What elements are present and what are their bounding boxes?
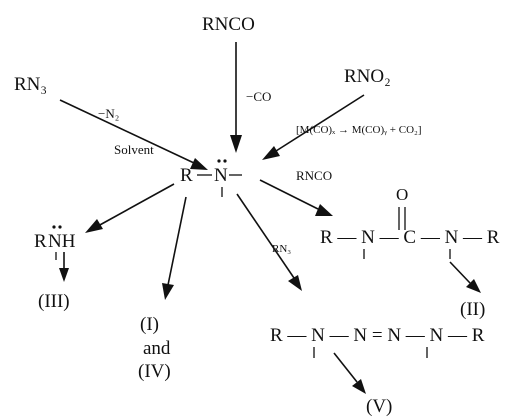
arrow-triazene-shaft xyxy=(236,193,295,279)
product-ii: (II) xyxy=(460,299,485,320)
arrow-triazene-head xyxy=(288,275,302,291)
product-i: (I) xyxy=(140,314,159,335)
arrow-urea-product-head xyxy=(466,279,481,293)
center-lone-pair-dot-2 xyxy=(223,159,227,163)
arrow-rn3-head xyxy=(190,158,208,170)
reactant-rnco: RNCO xyxy=(202,14,255,35)
arrow-rno2-shaft xyxy=(275,94,365,152)
arrow-rn3-shaft xyxy=(59,99,195,164)
arrow-i-iv-shaft xyxy=(167,196,187,286)
product-and: and xyxy=(143,338,171,359)
amine-r: R xyxy=(34,231,47,252)
product-iii: (III) xyxy=(38,291,70,312)
product-iv: (IV) xyxy=(138,361,171,382)
arrow-urea-shaft xyxy=(259,179,319,210)
arrow-triazene-product-head xyxy=(352,379,366,394)
branch-rnco-label: RNCO xyxy=(296,168,332,183)
urea-formula: R — N — C — N — R xyxy=(320,227,500,248)
reactant-rno2: RNO₂ xyxy=(344,66,391,87)
center-n: N xyxy=(214,165,228,186)
triazene-formula: R — N — N = N — N — R xyxy=(270,325,485,346)
amine-lone-pair-dot-2 xyxy=(58,225,62,229)
center-lone-pair-dot-1 xyxy=(217,159,221,163)
arrow-triazene-product-shaft xyxy=(333,352,358,383)
center-r: R xyxy=(180,165,193,186)
arrow-urea-product-shaft xyxy=(449,261,471,284)
arrow-amine-head xyxy=(59,268,69,282)
branch-solvent-label: Solvent xyxy=(114,142,154,157)
branch-rn3-label: RN₃ xyxy=(272,243,291,255)
condition-minus-co: −CO xyxy=(246,89,271,104)
product-v: (V) xyxy=(366,396,392,417)
arrow-rno2-head xyxy=(262,146,280,160)
reactant-rn3: RN₃ xyxy=(14,74,47,95)
arrow-urea-head xyxy=(315,204,333,216)
amine-nh: NH xyxy=(48,231,76,252)
urea-oxygen: O xyxy=(396,185,408,204)
arrow-rnco-head xyxy=(230,135,242,153)
arrow-i-iv-head xyxy=(162,283,174,300)
amine-lone-pair-dot-1 xyxy=(52,225,56,229)
condition-metal-carbonyl: [M(CO)ₓ → M(CO)ᵧ + CO₂] xyxy=(296,124,422,136)
condition-minus-n2: −N₂ xyxy=(98,106,119,121)
arrow-solvent-shaft xyxy=(97,183,175,227)
arrow-solvent-head xyxy=(85,219,103,233)
